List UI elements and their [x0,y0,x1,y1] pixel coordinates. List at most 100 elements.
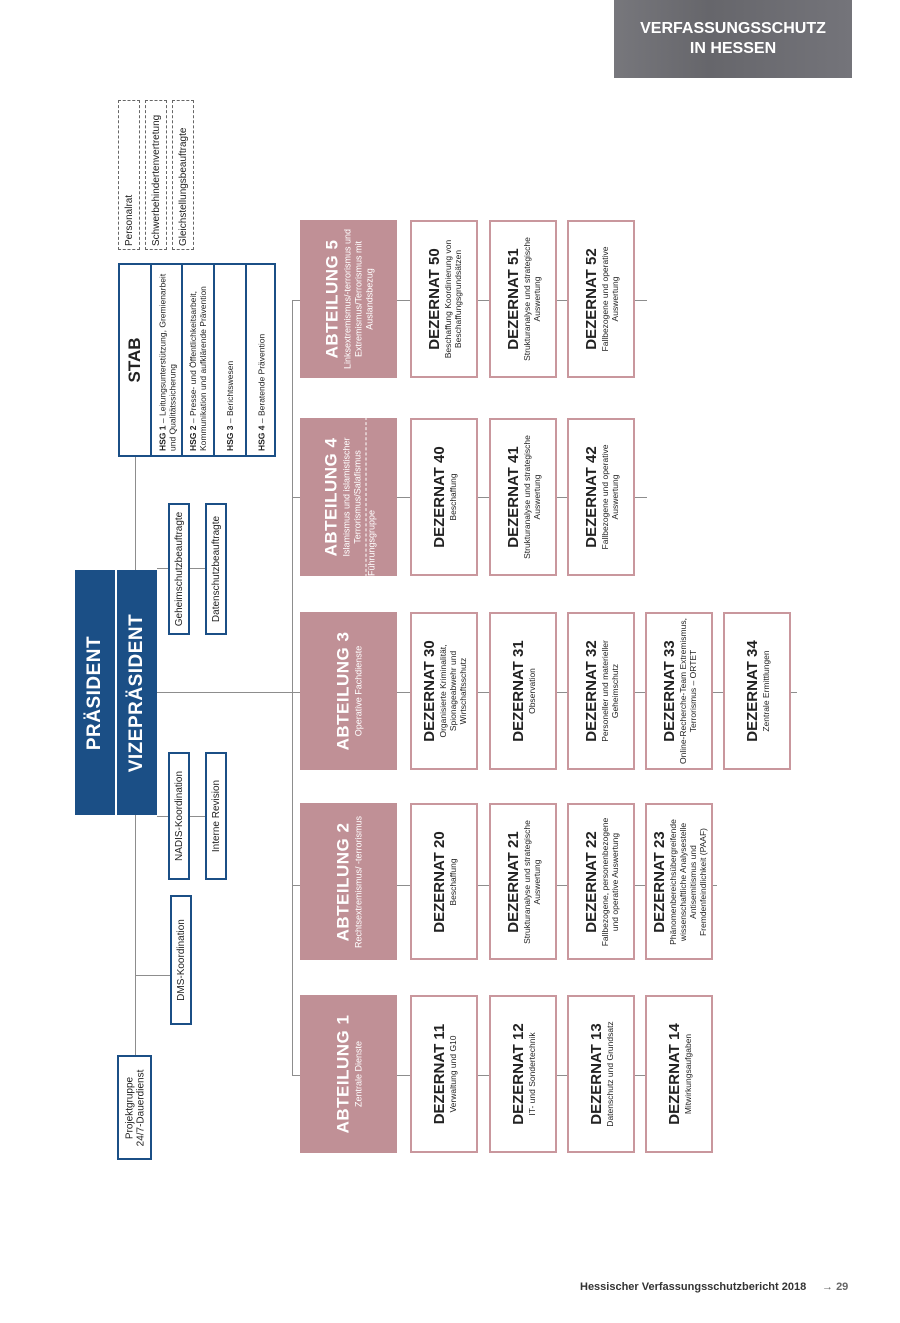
unit-description: Personeller und materieller Geheimschutz [599,640,620,742]
unit-title: DEZERNAT 52 [582,248,600,350]
unit-description: Beschaffung Koordinierung von Beschaffun… [442,239,463,359]
president-label: PRÄSIDENT [84,635,105,750]
hsg-text: – Berichtswesen [225,360,235,426]
datenschutz-box: Datenschutzbeauftragte [205,503,227,635]
representative-box: Personalrat [118,100,140,250]
hsg-text: – Beratende Prävention [255,333,266,426]
unit-title: DEZERNAT 32 [582,640,600,742]
revision-box: Interne Revision [205,752,227,880]
geheimschutz-label: Geheimschutzbeauftragte [173,511,185,627]
nadis-box: NADIS-Koordination [168,752,190,880]
unit-description: Phänomenbereichsübergreifende wissenscha… [667,818,708,945]
hsg-code: HSG 1 [156,425,167,451]
connector-line [292,300,293,1075]
unit-description: Verwaltung und G10 [447,1035,458,1113]
hsg-code: HSG 4 [255,425,266,451]
unit-title: DEZERNAT 41 [504,446,522,548]
stab-box: STAB HSG 1 – Leitungsunterstützung, Grem… [118,263,276,457]
unit-title: DEZERNAT 22 [582,830,600,933]
publication-header: VERFASSUNGSSCHUTZ IN HESSEN [614,0,852,78]
unit-title: DEZERNAT 40 [430,446,448,548]
stab-item: HSG 3 – Berichtswesen [215,265,247,455]
unit-description: Online-Recherche-Team Extremismus, Terro… [677,618,698,764]
footer-title: Hessischer Verfassungsschutzbericht 2018 [580,1281,807,1293]
unit-title: DEZERNAT 23 [650,830,668,933]
nadis-label: NADIS-Koordination [173,770,185,862]
hsg-code: HSG 2 [188,425,198,451]
revision-label: Interne Revision [210,779,222,853]
unit-title: DEZERNAT 50 [425,248,443,350]
stab-item: HSG 4 – Beratende Prävention [247,265,274,455]
geheimschutz-box: Geheimschutzbeauftragte [168,503,190,635]
department-subtitle: Rechtsextremismus/ -terrorismus [353,815,363,948]
vice-president-label: VIZEPRÄSIDENT [126,613,147,772]
department-extra: Führungsgruppe [364,412,377,582]
stab-title: STAB [125,337,144,383]
arrow-right-icon: → [822,1281,837,1293]
unit-description: Strukturanalyse und strategische Auswert… [521,435,542,559]
footer-page: → 29 [822,1281,848,1293]
president-box: PRÄSIDENT [75,570,115,815]
gleichstellung-label: Gleichstellungsbeauftragte [177,127,189,246]
department-subtitle: Operative Fachdienste [353,645,363,737]
projektgruppe-line-2: 24/7-Dauerdienst [134,1069,146,1146]
stab-heading: STAB [120,265,152,455]
connector-line [292,300,300,301]
unit-title: DEZERNAT 13 [587,1023,605,1125]
unit-title: DEZERNAT 12 [509,1023,527,1125]
unit-title: DEZERNAT 34 [743,640,761,742]
department-title: ABTEILUNG 5 [322,239,341,359]
unit-description: Datenschutz und Grundsatz [604,1021,615,1127]
unit-description: Fallbezogene und operative Auswertung [599,444,620,550]
schwerbehindertenvertretung-label: Schwerbehindertenvertretung [150,114,162,246]
department-title: ABTEILUNG 2 [333,822,352,941]
unit-description: Beschaffung [447,473,458,521]
department-title: ABTEILUNG 3 [333,631,352,751]
unit-title: DEZERNAT 21 [504,830,522,933]
connector-line [292,497,300,498]
representative-box: Gleichstellungsbeauftragte [172,100,194,250]
unit-title: DEZERNAT 14 [665,1023,683,1125]
unit-title: DEZERNAT 31 [509,640,527,742]
header-line-2: IN HESSEN [689,40,777,57]
unit-description: Zentrale Ermittlungen [760,650,771,732]
hsg-code: HSG 3 [225,425,235,451]
unit-title: DEZERNAT 20 [430,830,448,933]
unit-description: Mitwirkungsaufgaben [682,1033,693,1115]
dms-box: DMS-Koordination [170,895,192,1025]
department-title: ABTEILUNG 4 [320,437,340,557]
unit-description: Strukturanalyse und strategische Auswert… [521,819,542,944]
unit-description: Fallbezogene und operative Auswertung [599,246,620,352]
unit-title: DEZERNAT 51 [504,248,522,350]
connector-line [397,885,717,886]
personalrat-label: Personalrat [123,194,135,246]
projektgruppe-line-1: Projektgruppe [123,1076,135,1139]
connector-line [157,692,292,693]
department-subtitle: Linksextremismus/-terrorismus und Extrem… [342,228,374,370]
unit-title: DEZERNAT 30 [420,640,438,742]
unit-description: IT- und Sondertechnik [526,1032,537,1116]
page-number: 29 [836,1281,849,1293]
unit-title: DEZERNAT 33 [660,640,678,742]
